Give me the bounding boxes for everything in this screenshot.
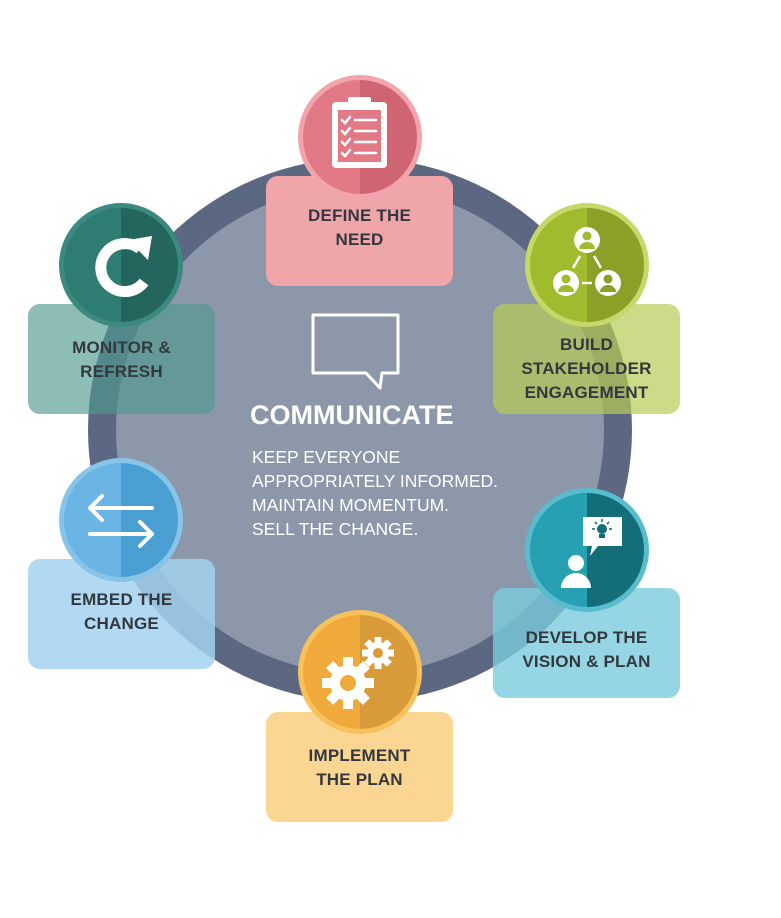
step-define-the-need-box	[266, 176, 453, 286]
step-embed-the-change-box	[28, 559, 215, 669]
step-label-define-the-need: DEFINE THE NEED	[307, 206, 412, 249]
center-message-line: SELL THE CHANGE.	[252, 519, 419, 539]
step-label-build-stakeholder-engagement: BUILD STAKEHOLDER ENGAGEMENT	[521, 335, 652, 402]
swap-arrows-icon	[88, 494, 154, 548]
step-label-monitor-and-refresh: MONITOR & REFRESH	[72, 338, 171, 381]
gears-icon	[322, 637, 394, 709]
refresh-icon	[95, 236, 152, 298]
people-network-icon	[553, 227, 621, 296]
step-implement-the-plan-box	[266, 712, 453, 822]
center-message: KEEP EVERYONE APPROPRIATELY INFORMED. MA…	[252, 445, 552, 541]
center-message-line: APPROPRIATELY INFORMED.	[252, 471, 499, 491]
speech-bubble-icon	[311, 313, 400, 390]
step-embed-the-change	[28, 458, 215, 669]
step-implement-the-plan	[266, 610, 453, 822]
step-label-develop-the-vision-and-plan: DEVELOP THE VISION & PLAN	[522, 628, 651, 671]
step-monitor-and-refresh	[28, 203, 215, 414]
clipboard-checklist-icon	[332, 97, 387, 168]
step-define-the-need	[266, 75, 453, 286]
center-message-line: KEEP EVERYONE	[252, 447, 401, 467]
step-monitor-and-refresh-box	[28, 304, 215, 414]
step-label-implement-the-plan: IMPLEMENT THE PLAN	[308, 746, 411, 789]
step-build-stakeholder-engagement	[493, 203, 680, 414]
step-label-embed-the-change: EMBED THE CHANGE	[70, 590, 173, 633]
person-idea-icon	[561, 517, 622, 588]
center-title: COMMUNICATE	[250, 400, 454, 430]
cycle-center-disc	[116, 186, 604, 674]
step-develop-the-vision-and-plan-box	[493, 588, 680, 698]
step-build-stakeholder-engagement-box	[493, 304, 680, 414]
center-message-line: MAINTAIN MOMENTUM.	[252, 495, 450, 515]
step-develop-the-vision-and-plan	[493, 488, 680, 698]
